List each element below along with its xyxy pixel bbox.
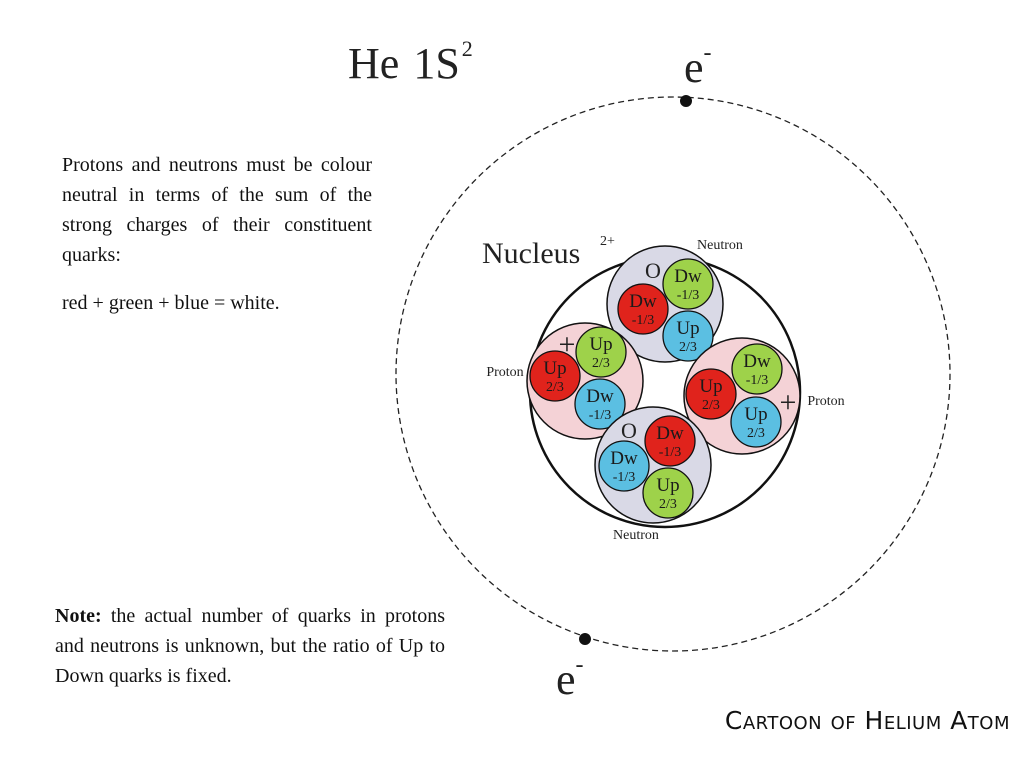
neutral-charge-symbol: O — [645, 258, 661, 283]
diagram-caption: Cartoon of Helium Atom — [724, 706, 1010, 735]
quark-charge: 2/3 — [592, 356, 610, 371]
quark-name: Dw — [674, 266, 702, 287]
positive-charge-symbol: + — [559, 328, 576, 361]
quark-name: Up — [744, 404, 767, 425]
quark-charge: -1/3 — [589, 408, 612, 423]
quark-circle — [529, 350, 581, 402]
quark-charge: -1/3 — [659, 445, 682, 460]
quark-charge: 2/3 — [679, 340, 697, 355]
electron-label-bottom: e- — [556, 652, 584, 704]
quark-name: Up — [699, 376, 722, 397]
quark-blue: Up2/3 — [662, 310, 714, 362]
quark-name: Dw — [743, 351, 771, 372]
note-label: Note: — [55, 605, 102, 627]
quark-circle — [617, 283, 669, 335]
quark-name: Dw — [586, 386, 614, 407]
electron-label-top: e- — [684, 40, 712, 92]
quark-circle — [575, 326, 627, 378]
quark-charge: -1/3 — [613, 470, 636, 485]
quark-charge: -1/3 — [677, 288, 700, 303]
neutron-label: Neutron — [697, 238, 743, 253]
quark-red: Dw-1/3 — [617, 283, 669, 335]
quark-name: Dw — [656, 423, 684, 444]
note-text: the actual number of quarks in protons a… — [55, 605, 446, 687]
quark-name: Up — [656, 475, 679, 496]
quark-charge: -1/3 — [632, 313, 655, 328]
quark-green: Up2/3 — [575, 326, 627, 378]
quark-green: Dw-1/3 — [662, 258, 714, 310]
quark-blue: Dw-1/3 — [598, 440, 650, 492]
nucleus-charge: 2+ — [600, 234, 615, 249]
colour-equation: red + green + blue = white. — [62, 292, 280, 314]
quark-circle — [662, 258, 714, 310]
quark-circle — [685, 368, 737, 420]
quark-charge: 2/3 — [747, 426, 765, 441]
proton-label: Proton — [807, 394, 844, 409]
quark-charge: 2/3 — [702, 398, 720, 413]
quark-charge: -1/3 — [746, 373, 769, 388]
proton-label: Proton — [486, 365, 523, 380]
quark-name: Up — [676, 318, 699, 339]
quark-circle — [662, 310, 714, 362]
electron-dot-top — [680, 95, 692, 107]
electron-orbit — [395, 96, 951, 652]
quark-name: Dw — [629, 291, 657, 312]
quark-circle — [642, 467, 694, 519]
quark-name: Up — [543, 358, 566, 379]
quark-blue: Up2/3 — [730, 396, 782, 448]
quark-red: Up2/3 — [529, 350, 581, 402]
quark-circle — [731, 343, 783, 395]
colour-neutral-paragraph: Protons and neutrons must be colour neut… — [62, 154, 372, 266]
note-paragraph: Note: the actual number of quarks in pro… — [55, 601, 445, 691]
quark-red: Up2/3 — [685, 368, 737, 420]
quark-circle — [730, 396, 782, 448]
quark-charge: 2/3 — [546, 380, 564, 395]
quark-circle — [644, 415, 696, 467]
quark-blue: Dw-1/3 — [574, 378, 626, 430]
quark-name: Dw — [610, 448, 638, 469]
quark-green: Up2/3 — [642, 467, 694, 519]
quark-green: Dw-1/3 — [731, 343, 783, 395]
quark-circle — [598, 440, 650, 492]
electron-dot-bottom — [579, 633, 591, 645]
quark-red: Dw-1/3 — [644, 415, 696, 467]
positive-charge-symbol: + — [780, 386, 797, 419]
quark-circle — [574, 378, 626, 430]
nucleus-label: Nucleus — [482, 237, 580, 270]
neutron-label: Neutron — [613, 528, 659, 543]
neutral-charge-symbol: O — [621, 418, 637, 443]
quark-name: Up — [589, 334, 612, 355]
quark-charge: 2/3 — [659, 497, 677, 512]
